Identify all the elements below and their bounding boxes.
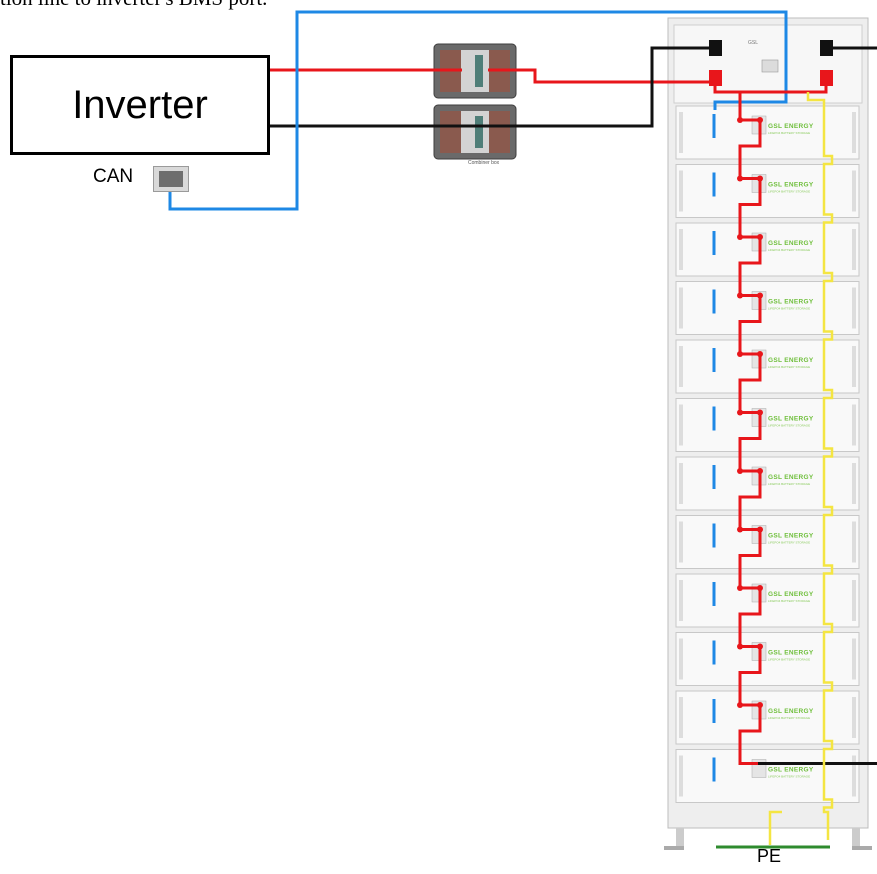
module-subtitle-label: LIFEPO4 BATTERY STORAGE <box>768 365 810 369</box>
module-brand-label: GSL ENERGY <box>768 650 814 657</box>
pe-drop-cable <box>768 810 782 845</box>
can-port-icon <box>153 166 189 192</box>
positive-terminal-icon <box>737 526 743 533</box>
module-subtitle-label: LIFEPO4 BATTERY STORAGE <box>768 599 810 603</box>
main-negative-terminal <box>709 40 722 56</box>
module-subtitle-label: LIFEPO4 BATTERY STORAGE <box>768 482 810 486</box>
positive-terminal-icon <box>757 468 763 474</box>
positive-terminal-icon <box>737 292 743 299</box>
module-subtitle-label: LIFEPO4 BATTERY STORAGE <box>768 658 810 662</box>
module-brand-label: GSL ENERGY <box>768 416 814 423</box>
positive-terminal-icon <box>737 468 743 474</box>
module-subtitle-label: LIFEPO4 BATTERY STORAGE <box>768 190 810 194</box>
module-brand-label: GSL ENERGY <box>768 357 814 364</box>
module-brand-label: GSL ENERGY <box>768 708 814 715</box>
positive-terminal-icon <box>757 702 763 708</box>
positive-terminal-icon <box>737 409 743 416</box>
module-subtitle-label: LIFEPO4 BATTERY STORAGE <box>768 307 810 311</box>
inverter-negative-cable <box>270 46 712 128</box>
positive-terminal-icon <box>737 585 743 591</box>
positive-terminal-icon <box>757 409 763 416</box>
positive-terminal-icon <box>757 526 763 533</box>
combiner-positive-cable <box>488 68 715 84</box>
positive-terminal-icon <box>737 175 743 182</box>
positive-terminal-icon <box>757 585 763 591</box>
module-subtitle-label: LIFEPO4 BATTERY STORAGE <box>768 131 810 135</box>
positive-terminal-icon <box>757 643 763 650</box>
positive-terminal-icon <box>757 117 763 123</box>
module-subtitle-label: LIFEPO4 BATTERY STORAGE <box>768 775 810 779</box>
positive-terminal-icon <box>757 175 763 182</box>
inverter-box: Inverter <box>10 55 270 155</box>
display-icon <box>761 59 779 73</box>
positive-terminal-icon <box>757 292 763 299</box>
caption-text: tion line to inverter's BMS port. <box>0 0 267 11</box>
positive-terminal-icon <box>737 351 743 357</box>
ground-link-cable <box>806 92 834 840</box>
module-subtitle-label: LIFEPO4 BATTERY STORAGE <box>768 541 810 545</box>
parallel-positive-cable <box>740 82 828 94</box>
module-subtitle-label: LIFEPO4 BATTERY STORAGE <box>768 424 810 428</box>
parallel-negative-terminal <box>820 40 833 56</box>
module-brand-label: GSL ENERGY <box>768 767 814 774</box>
module-brand-label: GSL ENERGY <box>768 182 814 189</box>
module-brand-label: GSL ENERGY <box>768 123 814 130</box>
module-brand-label: GSL ENERGY <box>768 533 814 540</box>
module-subtitle-label: LIFEPO4 BATTERY STORAGE <box>768 248 810 252</box>
parallel-positive-terminal <box>820 70 833 86</box>
module-brand-label: GSL ENERGY <box>768 299 814 306</box>
inverter-label: Inverter <box>72 82 208 127</box>
can-communication-cable <box>168 10 788 211</box>
pe-label: PE <box>757 846 782 866</box>
module-brand-label: GSL ENERGY <box>768 591 814 598</box>
main-positive-terminal <box>709 70 722 86</box>
module-brand-label: GSL ENERGY <box>768 474 814 481</box>
can-label: CAN <box>93 166 134 187</box>
positive-terminal-icon <box>737 702 743 708</box>
combiner-box <box>433 43 517 160</box>
module-subtitle-label: LIFEPO4 BATTERY STORAGE <box>768 716 810 720</box>
combiner-label: Combiner box <box>468 160 500 166</box>
positive-terminal-icon <box>737 643 743 650</box>
svg-text:GSL: GSL <box>748 40 758 46</box>
positive-terminal-icon <box>737 234 743 240</box>
module-brand-label: GSL ENERGY <box>768 240 814 247</box>
positive-terminal-icon <box>737 117 743 123</box>
positive-terminal-icon <box>757 234 763 240</box>
positive-terminal-icon <box>757 351 763 357</box>
